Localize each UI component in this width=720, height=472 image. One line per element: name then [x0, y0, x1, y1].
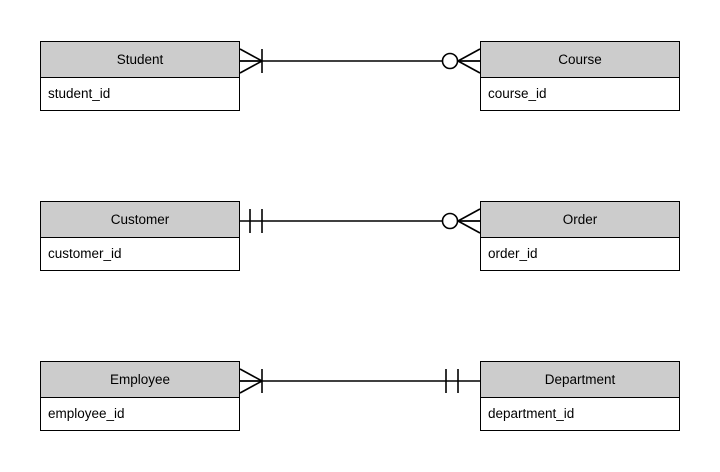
- entity-department[interactable]: Department department_id: [480, 361, 680, 431]
- crowsfoot-icon-right: [457, 208, 481, 234]
- connector-employee-department[interactable]: [228, 361, 492, 433]
- entity-customer[interactable]: Customer customer_id: [40, 201, 240, 271]
- entity-employee-attribute: employee_id: [41, 398, 239, 430]
- circle-icon-right: [441, 52, 459, 70]
- relationship-row-student-course: Student student_id Course: [0, 41, 720, 113]
- entity-employee[interactable]: Employee employee_id: [40, 361, 240, 431]
- circle-icon-right: [441, 212, 459, 230]
- entity-course[interactable]: Course course_id: [480, 41, 680, 111]
- entity-course-title: Course: [481, 42, 679, 78]
- crowsfoot-icon-left: [239, 368, 263, 394]
- double-bar-icon-right: [445, 369, 459, 393]
- entity-student-title: Student: [41, 42, 239, 78]
- relationship-row-employee-department: Employee employee_id Department departme…: [0, 361, 720, 433]
- entity-employee-title: Employee: [41, 362, 239, 398]
- connector-student-course[interactable]: [228, 41, 492, 113]
- double-bar-icon-left: [249, 209, 263, 233]
- entity-order-attribute: order_id: [481, 238, 679, 270]
- crowsfoot-icon-left: [239, 48, 263, 74]
- entity-student[interactable]: Student student_id: [40, 41, 240, 111]
- entity-department-title: Department: [481, 362, 679, 398]
- entity-department-attribute: department_id: [481, 398, 679, 430]
- relationship-row-customer-order: Customer customer_id Order order_id: [0, 201, 720, 273]
- entity-order-title: Order: [481, 202, 679, 238]
- entity-customer-title: Customer: [41, 202, 239, 238]
- connector-customer-order[interactable]: [228, 201, 492, 273]
- crowsfoot-icon-right: [457, 48, 481, 74]
- entity-course-attribute: course_id: [481, 78, 679, 110]
- entity-customer-attribute: customer_id: [41, 238, 239, 270]
- entity-student-attribute: student_id: [41, 78, 239, 110]
- entity-order[interactable]: Order order_id: [480, 201, 680, 271]
